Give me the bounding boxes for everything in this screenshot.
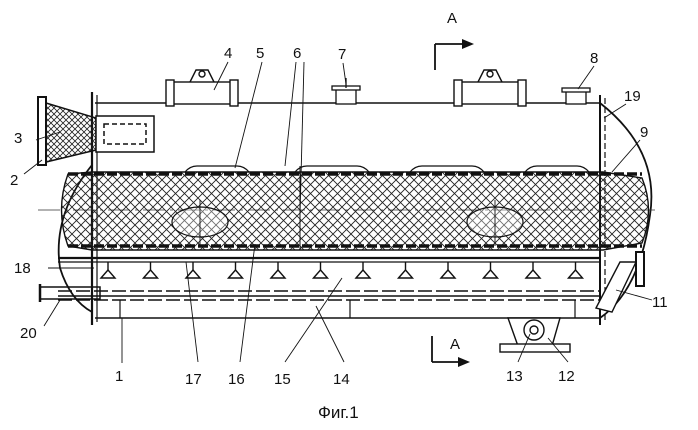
label-7: 7	[338, 46, 346, 63]
label-2: 2	[10, 172, 18, 189]
label-18: 18	[14, 260, 31, 277]
manhole-left	[165, 69, 239, 107]
figure-caption: Фиг.1	[318, 403, 359, 422]
label-4: 4	[224, 45, 232, 62]
spray-nozzle	[396, 268, 415, 279]
label-16: 16	[228, 371, 245, 388]
spray-nozzle	[439, 268, 457, 279]
spray-nozzle	[184, 268, 202, 279]
label-8: 8	[590, 50, 598, 67]
nozzle-8	[561, 87, 591, 105]
section-label-bottom: А	[450, 336, 460, 353]
section-arrow-bottom	[431, 336, 470, 367]
label-20: 20	[20, 325, 37, 342]
label-12: 12	[558, 368, 575, 385]
label-14: 14	[333, 371, 350, 388]
section-label-top: А	[447, 10, 457, 27]
label-9: 9	[640, 124, 648, 141]
spray-nozzle	[481, 268, 500, 279]
leader-lines	[23, 61, 653, 363]
support-bracket	[499, 317, 571, 353]
spray-nozzle	[226, 268, 245, 279]
label-13: 13	[506, 368, 523, 385]
label-1: 1	[115, 368, 123, 385]
outlet-nozzle	[594, 251, 645, 313]
spray-nozzle	[311, 268, 330, 279]
spray-nozzle	[524, 268, 542, 279]
label-5: 5	[256, 45, 264, 62]
label-19: 19	[624, 88, 641, 105]
manhole-right	[453, 69, 527, 107]
section-arrow-top	[434, 39, 474, 70]
spray-nozzle	[354, 268, 372, 279]
spray-nozzle	[99, 268, 117, 279]
spray-nozzle	[269, 268, 287, 279]
label-3: 3	[14, 130, 22, 147]
spray-nozzle	[566, 268, 585, 279]
spray-nozzle	[141, 268, 160, 279]
label-11: 11	[652, 294, 668, 311]
label-15: 15	[274, 371, 291, 388]
nozzle-7	[331, 78, 361, 105]
collector-pipes	[38, 284, 600, 318]
label-6: 6	[293, 45, 301, 62]
inlet-nozzle	[37, 96, 155, 166]
packing-bed	[60, 165, 650, 251]
spray-manifold	[58, 256, 600, 279]
label-17: 17	[185, 371, 202, 388]
